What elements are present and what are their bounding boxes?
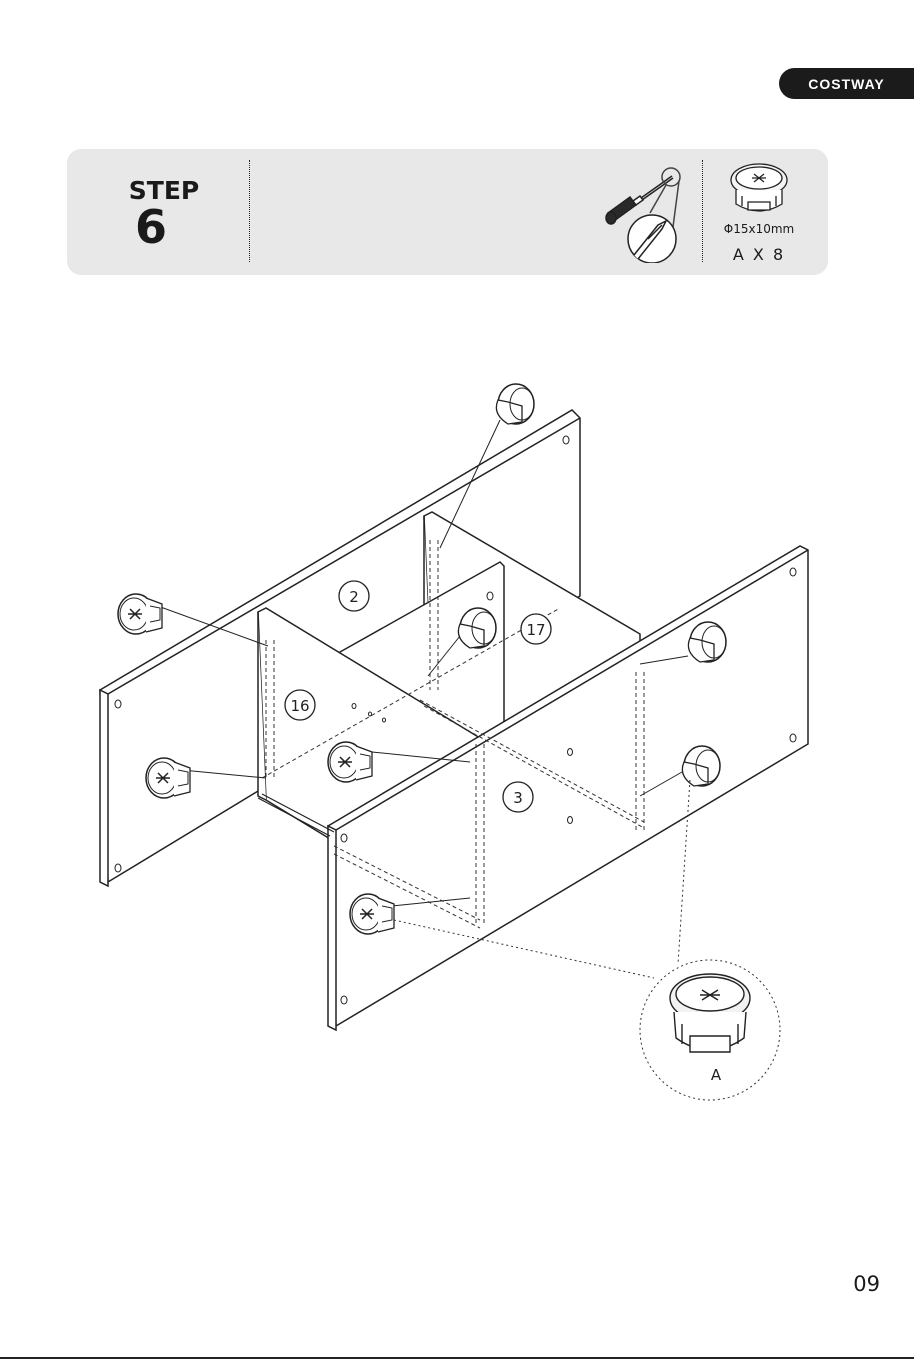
bottom-rule [0,1357,914,1359]
panel-label-3: 3 [513,789,523,807]
detail-cam-a [670,974,750,1052]
panel-label-17: 17 [526,621,545,639]
callout-label-a: A [711,1066,722,1084]
page-number: 09 [820,1272,880,1296]
panel-label-16: 16 [290,697,309,715]
panel-label-2: 2 [349,588,359,606]
